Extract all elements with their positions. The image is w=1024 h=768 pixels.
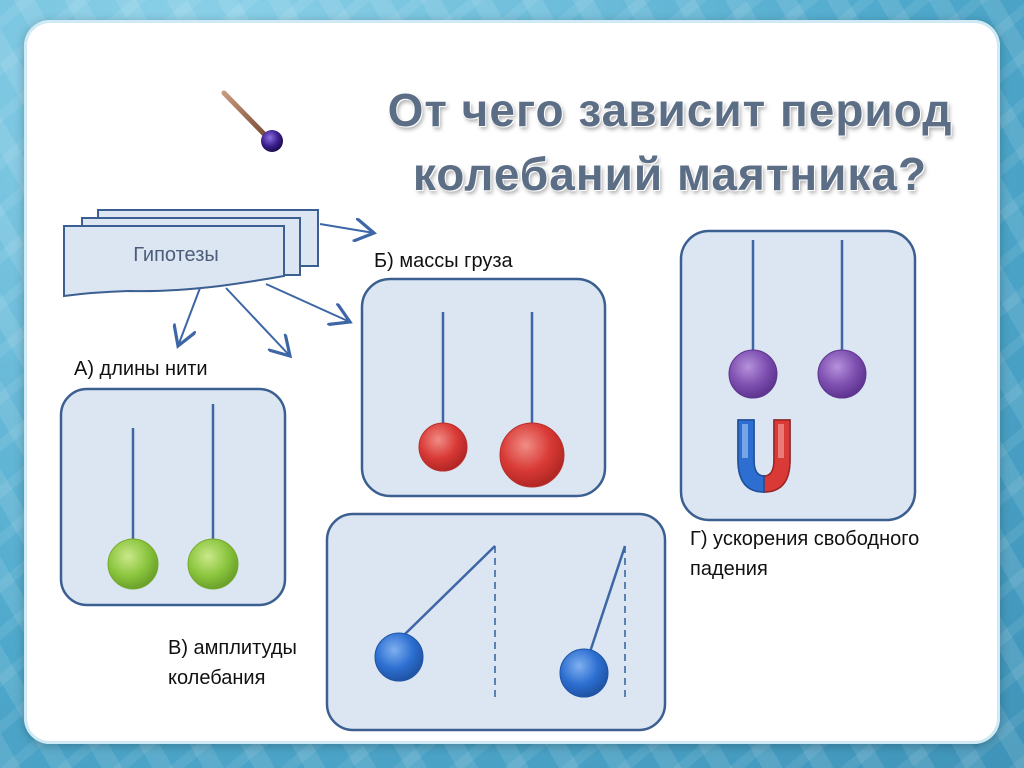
blue-ball	[374, 632, 424, 682]
label-b: Б) массы груза	[374, 250, 513, 272]
arrow-icon	[319, 224, 374, 233]
box-a-lengths	[59, 387, 287, 607]
red-ball-large	[499, 422, 565, 488]
label-g-line-1: Г) ускорения свободного	[690, 528, 920, 550]
green-ball	[107, 538, 159, 590]
horseshoe-magnet-icon	[737, 419, 791, 493]
purple-ball	[728, 349, 778, 399]
box-g-gravity	[679, 229, 917, 522]
pendulum-icon	[221, 90, 283, 152]
green-ball	[187, 538, 239, 590]
label-g: Г) ускорения свободного падения	[690, 524, 919, 584]
title-line-2: колебаний маятника?	[412, 148, 928, 200]
arrow-icon	[225, 287, 290, 356]
box-b-masses	[360, 277, 607, 498]
label-v-line-1: В) амплитуды	[168, 637, 297, 659]
title-line-1: От чего зависит период	[387, 84, 953, 136]
label-a: А) длины нити	[74, 358, 208, 380]
hypotheses-cards	[63, 209, 319, 298]
arrows	[178, 224, 374, 356]
label-v: В) амплитуды колебания	[168, 633, 297, 693]
arrow-icon	[178, 287, 201, 346]
blue-ball	[559, 648, 609, 698]
page-title: От чего зависит период колебаний маятник…	[360, 78, 980, 206]
label-v-line-2: колебания	[168, 667, 266, 689]
box-v-amplitudes	[325, 512, 667, 732]
hypotheses-label: Гипотезы	[133, 244, 219, 266]
purple-ball	[817, 349, 867, 399]
red-ball-small	[418, 422, 468, 472]
label-g-line-2: падения	[690, 558, 768, 580]
arrow-icon	[265, 283, 350, 322]
